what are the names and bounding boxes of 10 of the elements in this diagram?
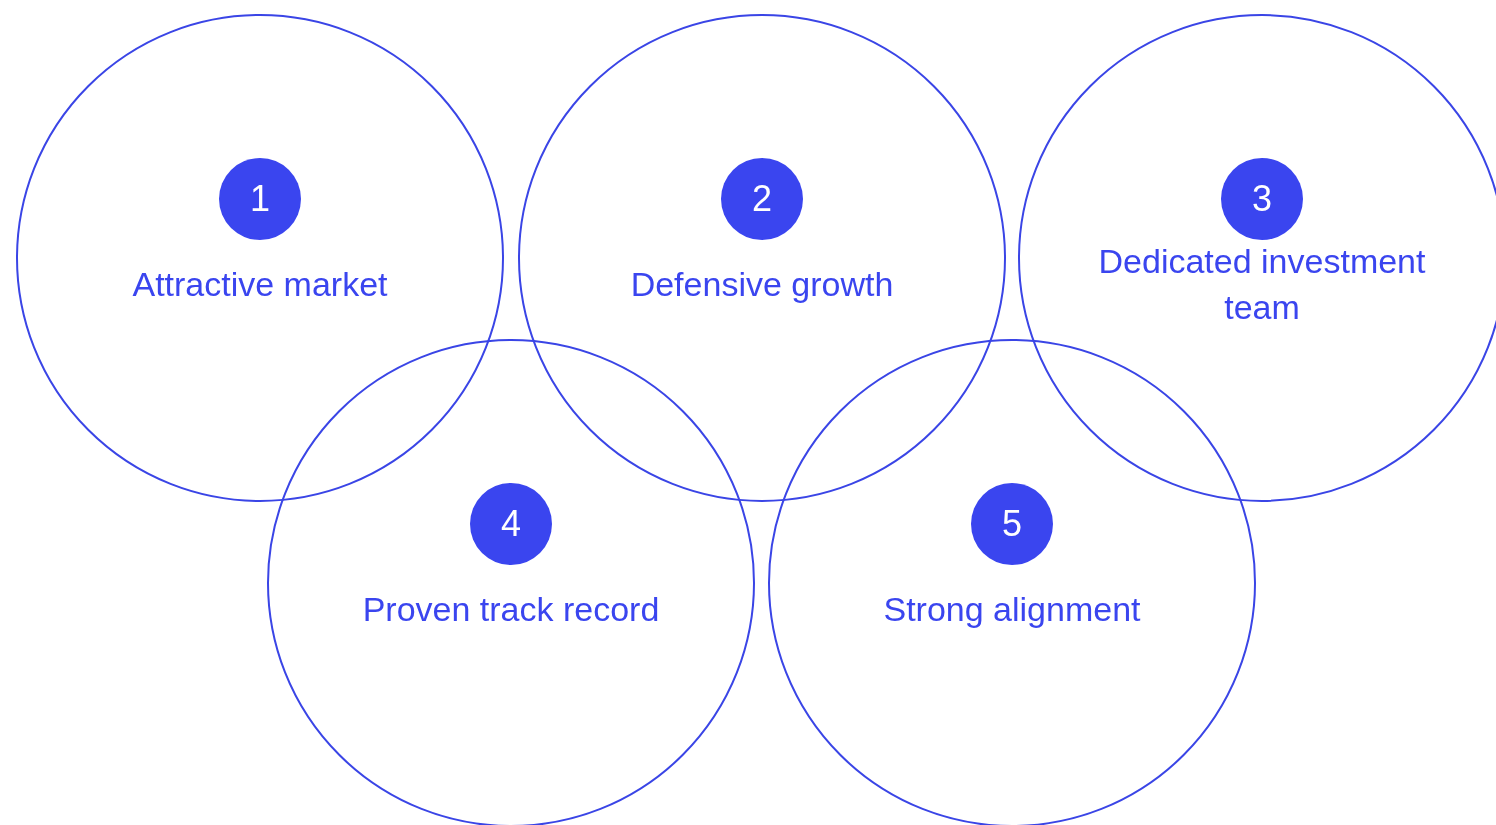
circle-label: Defensive growth: [629, 264, 895, 305]
number-badge: 2: [721, 158, 803, 240]
circle-label: Strong alignment: [882, 589, 1142, 630]
circle-label: Dedicated investment team: [1097, 241, 1427, 328]
circle-label: Proven track record: [361, 589, 661, 630]
number-badge: 3: [1221, 158, 1303, 240]
circle-label: Attractive market: [131, 264, 389, 305]
number-badge: 5: [971, 483, 1053, 565]
number-badge: 4: [470, 483, 552, 565]
number-badge: 1: [219, 158, 301, 240]
